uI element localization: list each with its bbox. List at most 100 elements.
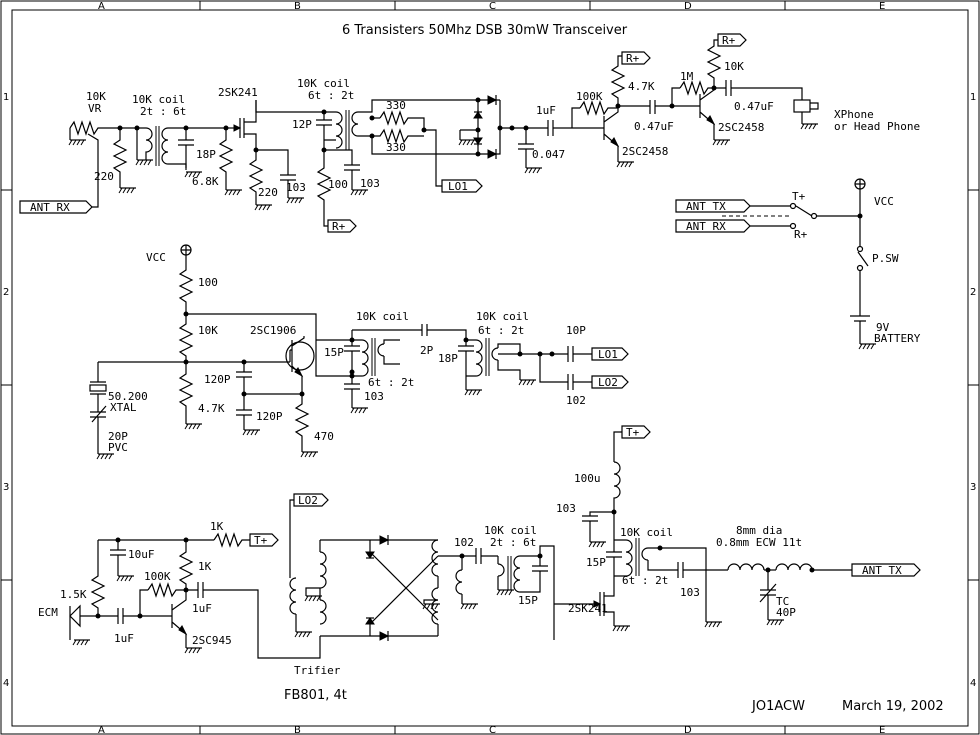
tx-tplus-tag2-label: T+ bbox=[626, 426, 640, 439]
rx-c12p-label: 12P bbox=[292, 118, 312, 131]
grid-row-2-right: 2 bbox=[970, 287, 976, 298]
tx-lo2-tag bbox=[293, 493, 329, 507]
tx-c15pb-label: 15P bbox=[586, 556, 606, 569]
lo-coil1-turns: 6t : 2t bbox=[368, 376, 414, 389]
grid-col-b-bottom: B bbox=[294, 725, 301, 735]
grid-col-c-top: C bbox=[489, 1, 496, 12]
lo-q-label: 2SC1906 bbox=[250, 324, 296, 337]
tx-coil1-turns: 2t : 6t bbox=[490, 536, 536, 549]
grid-col-c-bottom: C bbox=[489, 725, 496, 735]
power-vcc-label: VCC bbox=[874, 195, 894, 208]
ant-rx-tag-switch bbox=[675, 219, 751, 233]
grid-labels: A B C D E A B C D E 1 2 3 4 1 2 3 4 bbox=[3, 1, 976, 735]
tx-c1u-label: 1uF bbox=[114, 632, 134, 645]
trifier-coil-left bbox=[319, 551, 327, 625]
ant-tx-tag-switch bbox=[675, 199, 751, 213]
rx-coil1-label: 10K coil bbox=[132, 93, 185, 106]
tx-r100k bbox=[147, 582, 186, 598]
tx-output-coil2 bbox=[775, 563, 852, 571]
tx-coilnote: 8mm dia bbox=[736, 524, 782, 537]
rx-coil2-turns: 6t : 2t bbox=[308, 89, 354, 102]
rx-r1m bbox=[679, 80, 714, 96]
lo-c10p-label: 10P bbox=[566, 324, 586, 337]
switch-rplus: R+ bbox=[794, 228, 808, 241]
rx-rplus-tag-label: R+ bbox=[332, 220, 346, 233]
tx-q2-fet bbox=[599, 576, 615, 626]
tx-r1kb-label: 1K bbox=[198, 560, 212, 573]
vr-label: VR bbox=[88, 102, 102, 115]
rx-r10k-label: 10K bbox=[724, 60, 744, 73]
lo-r4k7-label: 4.7K bbox=[198, 402, 225, 415]
rx-q1-label: 2SK241 bbox=[218, 86, 258, 99]
author-callsign: JO1ACW bbox=[751, 699, 805, 714]
grid-col-b-top: B bbox=[294, 1, 301, 12]
lo-r100-label: 100 bbox=[198, 276, 218, 289]
lo-q-transistor bbox=[289, 336, 305, 394]
lo-coil1-label: 10K coil bbox=[356, 310, 409, 323]
lo-r470-label: 470 bbox=[314, 430, 334, 443]
tx-coil2-turns: 6t : 2t bbox=[622, 574, 668, 587]
lo-lo2-tag-label: LO2 bbox=[598, 376, 618, 389]
rx-c103b-label: 103 bbox=[360, 177, 380, 190]
rx-r4k7-label: 4.7K bbox=[628, 80, 655, 93]
rx-q1-fet bbox=[239, 100, 257, 150]
xtal-label: XTAL bbox=[110, 401, 137, 414]
tx-coilnote2: 0.8mm ECW 11t bbox=[716, 536, 802, 549]
lo-coil2-secondary bbox=[491, 347, 499, 361]
tx-ant-tx-tag bbox=[851, 563, 921, 577]
rx-r100-label: 100 bbox=[328, 178, 348, 191]
tx-c103b-label: 103 bbox=[680, 586, 700, 599]
ant-tx-tag-switch-label: ANT TX bbox=[686, 200, 726, 213]
rx-coil2-primary bbox=[335, 111, 343, 149]
phone-label-2: or Head Phone bbox=[834, 120, 920, 133]
rx-r330a-label: 330 bbox=[386, 99, 406, 112]
lo-c15p-label: 15P bbox=[324, 346, 344, 359]
lo-c120b-label: 120P bbox=[256, 410, 283, 423]
lo-coil2-turns: 6t : 2t bbox=[478, 324, 524, 337]
trifier-coil-right bbox=[431, 539, 439, 625]
tx-c102-label: 102 bbox=[454, 536, 474, 549]
ant-rx-tag bbox=[19, 200, 93, 214]
lo-c120a-label: 120P bbox=[204, 373, 231, 386]
phone-label: XPhone bbox=[834, 108, 874, 121]
tx-coil2-label: 10K coil bbox=[620, 526, 673, 539]
tx-r1k-label: 1K bbox=[210, 520, 224, 533]
rx-r330a bbox=[379, 110, 425, 130]
tx-c1ub-label: 1uF bbox=[192, 602, 212, 615]
rx-q3-label: 2SC2458 bbox=[718, 121, 764, 134]
rx-r1m-label: 1M bbox=[680, 70, 694, 83]
sheet-border-inner bbox=[11, 9, 969, 727]
core-note: FB801, 4t bbox=[284, 688, 347, 703]
tx-q-transistor bbox=[162, 590, 187, 648]
crystal bbox=[89, 384, 107, 392]
tx-lo2-tag-label: LO2 bbox=[298, 494, 318, 507]
grid-row-1-left: 1 bbox=[3, 92, 9, 103]
tx-balanced-mixer-diodes bbox=[365, 535, 439, 641]
lo-r10k-label: 10K bbox=[198, 324, 218, 337]
rx-lo1-tag-label: LO1 bbox=[448, 180, 468, 193]
rx-rplus-tag2-label: R+ bbox=[626, 52, 640, 65]
tx-coil1-primary bbox=[497, 556, 505, 590]
grid-row-2-left: 2 bbox=[3, 287, 9, 298]
grid-col-a-top: A bbox=[98, 1, 105, 12]
battery-label: 9V bbox=[876, 321, 890, 334]
tx-q2-label: 2SK241 bbox=[568, 602, 608, 615]
grid-row-3-left: 3 bbox=[3, 482, 9, 493]
tx-r100k-label: 100K bbox=[144, 570, 171, 583]
xtal-value: 50.200 bbox=[108, 390, 148, 403]
power-section: ANT TX ANT RX T+ R+ VCC P.SW 9V BATTERY bbox=[675, 178, 921, 350]
grid-row-4-left: 4 bbox=[3, 678, 9, 689]
tx-tc-label: TC bbox=[776, 595, 789, 608]
rx-c047-label: 0.047 bbox=[532, 148, 565, 161]
rx-coil2-label: 10K coil bbox=[297, 77, 350, 90]
lo-c2p-label: 2P bbox=[420, 344, 434, 357]
grid-row-3-right: 3 bbox=[970, 482, 976, 493]
trifier-label: Trifier bbox=[294, 664, 341, 677]
battery bbox=[850, 315, 870, 344]
switch-tplus: T+ bbox=[792, 190, 806, 203]
tx-rfc-100u bbox=[613, 461, 621, 512]
grid-col-e-bottom: E bbox=[879, 725, 885, 735]
tx-tplus-tag bbox=[249, 533, 279, 547]
